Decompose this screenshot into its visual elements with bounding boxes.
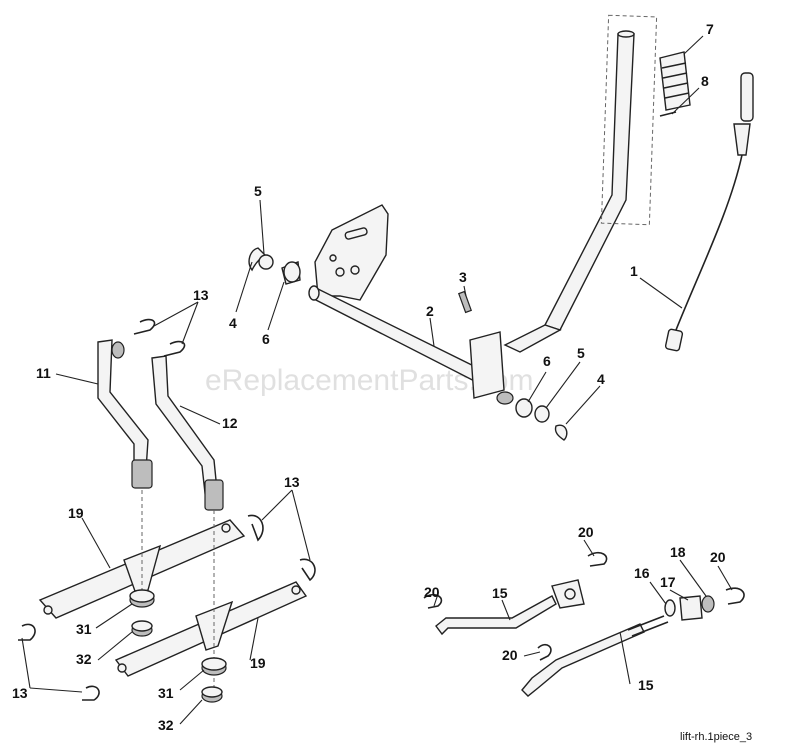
callout-13-mid: 13 (284, 474, 300, 490)
rod-clip-b (423, 593, 443, 609)
callout-6-left: 6 (262, 331, 270, 347)
adjustment-rod-lower (521, 615, 669, 697)
callout-20-right: 20 (710, 549, 726, 565)
callout-19-lower: 19 (250, 655, 266, 671)
callout-4-left: 4 (229, 315, 237, 331)
bushing-right (515, 398, 533, 418)
adjustment-rod-upper (435, 579, 585, 636)
spacer-stack-upper (129, 589, 155, 637)
lift-link-left (97, 339, 153, 489)
roll-pin (457, 290, 473, 314)
cable-rod (664, 72, 754, 352)
hairpin-top-b (163, 340, 186, 357)
callout-5-right: 5 (577, 345, 585, 361)
callout-8: 8 (701, 73, 709, 89)
hairpin-top-a (133, 318, 156, 335)
mounting-plate (314, 204, 389, 301)
callout-20-mid: 20 (502, 647, 518, 663)
callout-16: 16 (634, 565, 650, 581)
callout-4-right: 4 (597, 371, 605, 387)
rod-washer (664, 599, 676, 617)
callout-3: 3 (459, 269, 467, 285)
lift-shaft (308, 285, 514, 405)
callout-20-left: 20 (424, 584, 440, 600)
hairpin-bottom-b (82, 685, 100, 701)
hairpin-mid (247, 514, 264, 542)
callout-20-top: 20 (578, 524, 594, 540)
hairpin-mid-b (299, 558, 316, 582)
spacer-stack-lower (201, 657, 227, 703)
callout-6-right: 6 (543, 353, 551, 369)
rod-clip-c (537, 643, 552, 661)
washer-left (258, 254, 274, 270)
callout-2: 2 (426, 303, 434, 319)
rod-clip-a (587, 551, 608, 567)
callout-12: 12 (222, 415, 238, 431)
hairpin-bottom-a (18, 623, 36, 641)
callout-7: 7 (706, 21, 714, 37)
callout-31-lower: 31 (158, 685, 174, 701)
callout-15-upper: 15 (492, 585, 508, 601)
callout-13-top: 13 (193, 287, 209, 303)
callout-17: 17 (660, 574, 676, 590)
drawing-caption: lift-rh.1piece_3 (680, 731, 752, 743)
callout-31-upper: 31 (76, 621, 92, 637)
handle-grip (659, 51, 691, 111)
handle-grip-guide (600, 14, 658, 226)
callout-19-upper: 19 (68, 505, 84, 521)
washer-right (534, 405, 550, 423)
callout-1: 1 (630, 263, 638, 279)
callout-11: 11 (36, 365, 51, 381)
lift-lever (503, 30, 635, 353)
callout-5-left: 5 (254, 183, 262, 199)
callout-32-upper: 32 (76, 651, 92, 667)
callout-15-lower: 15 (638, 677, 654, 693)
callout-13-bottom: 13 (12, 685, 28, 701)
lift-link-right (151, 355, 224, 511)
clip-right (554, 424, 568, 441)
callout-18: 18 (670, 544, 686, 560)
trunnion-nut (701, 595, 715, 613)
rod-clip-d (725, 587, 745, 605)
trunnion-block (679, 595, 703, 621)
link-cap (111, 341, 125, 359)
callout-32-lower: 32 (158, 717, 174, 733)
